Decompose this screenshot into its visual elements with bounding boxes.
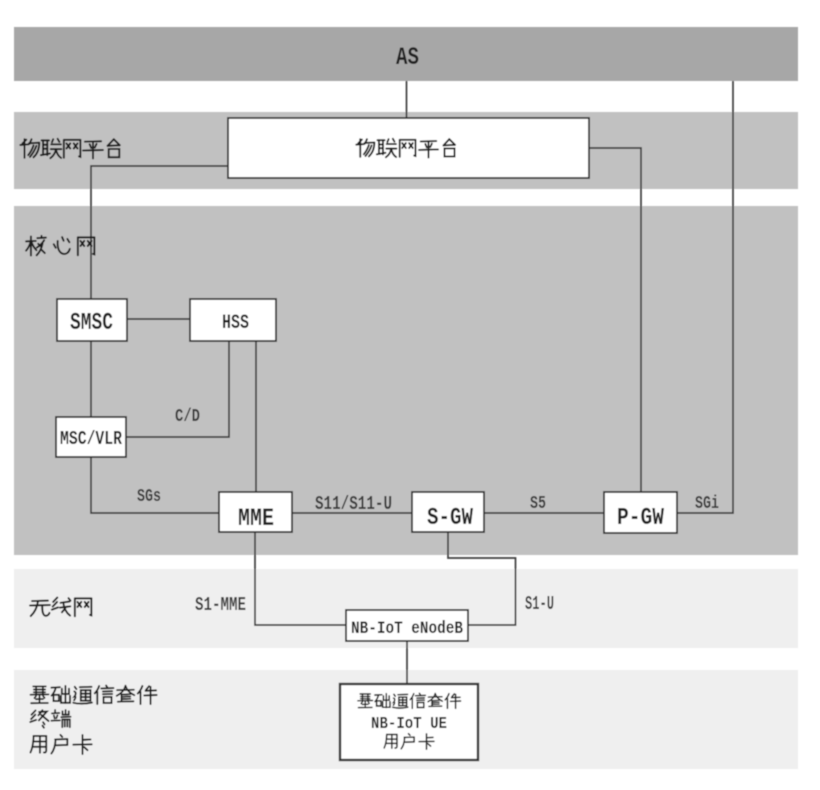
svg-text:MME: MME	[238, 504, 274, 533]
svg-text:S1-U: S1-U	[525, 593, 554, 615]
svg-text:S11/S11-U: S11/S11-U	[315, 493, 392, 515]
svg-text:SGi: SGi	[695, 493, 719, 514]
svg-text:AS: AS	[396, 43, 419, 72]
svg-text:MSC/VLR: MSC/VLR	[60, 428, 122, 450]
svg-text:S1-MME: S1-MME	[195, 594, 246, 616]
svg-text:SGs: SGs	[137, 486, 161, 507]
svg-text:NB-IoT UE: NB-IoT UE	[371, 715, 447, 734]
svg-text:HSS: HSS	[222, 312, 249, 335]
svg-text:P-GW: P-GW	[617, 505, 664, 532]
svg-text:S5: S5	[530, 493, 546, 514]
svg-text:S-GW: S-GW	[427, 505, 473, 532]
svg-text:SMSC: SMSC	[70, 310, 113, 337]
svg-text:C/D: C/D	[175, 407, 200, 427]
svg-text:NB-IoT eNodeB: NB-IoT eNodeB	[351, 619, 463, 639]
